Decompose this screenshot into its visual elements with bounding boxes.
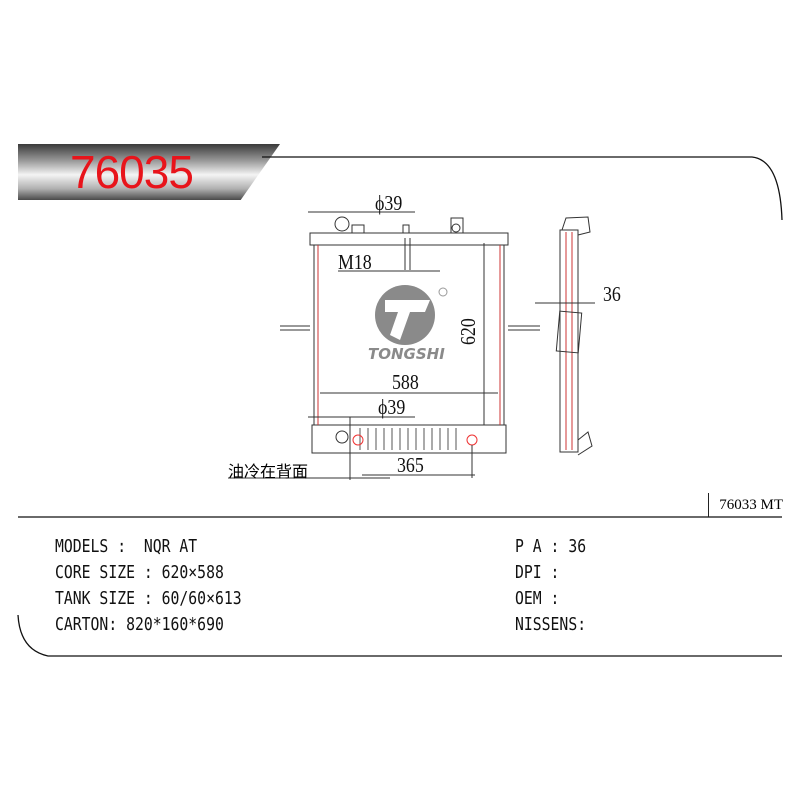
- core-width-label: 588: [392, 370, 419, 394]
- outlet-spacing-label: 365: [397, 453, 424, 477]
- spec-pa: P A : 36: [515, 536, 587, 557]
- thread-label: M18: [338, 250, 372, 274]
- spec-tank-size: TANK SIZE : 60/60×613: [55, 588, 242, 609]
- core-height-label: 620: [456, 318, 480, 345]
- frame-bottom-line: [17, 614, 782, 657]
- model-banner: [18, 144, 280, 200]
- spec-nissens: NISSENS:: [515, 614, 587, 635]
- brand-name: TONGSHI: [368, 345, 445, 363]
- spec-carton: CARTON: 820*160*690: [55, 614, 224, 635]
- spec-oem: OEM :: [515, 588, 560, 609]
- oil-cooler-note: 油冷在背面: [228, 462, 309, 481]
- outlet-diameter-label: ϕ39: [378, 395, 406, 419]
- spec-models: MODELS : NQR AT: [55, 536, 198, 557]
- inlet-diameter-label: ϕ39: [375, 191, 403, 215]
- spec-core-size: CORE SIZE : 620×588: [55, 562, 224, 583]
- radiator-front-view: [228, 211, 540, 480]
- tongshi-logo: [375, 285, 448, 345]
- frame-top-line: [262, 156, 783, 221]
- reference-code: 76033 MT: [708, 493, 783, 517]
- spec-dpi: DPI :: [515, 562, 560, 583]
- model-number: 76035: [70, 146, 194, 198]
- radiator-side-view: [535, 216, 595, 456]
- thickness-label: 36: [603, 282, 621, 306]
